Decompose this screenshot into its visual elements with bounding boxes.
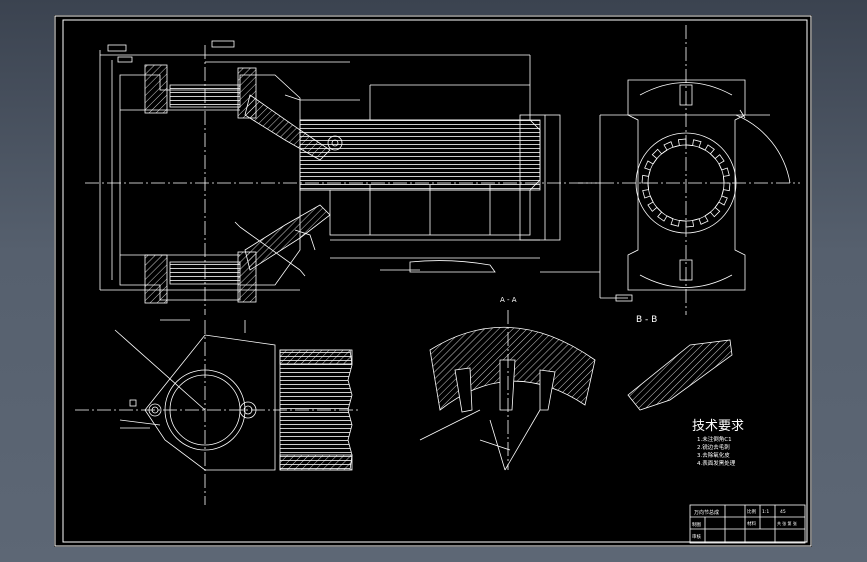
title-block: [689, 504, 806, 544]
drawing-background: [54, 15, 812, 547]
title-block-scale: 1:1: [762, 509, 769, 515]
tech-requirement-4: 4.表面发黑处理: [697, 459, 736, 467]
outer-frame: [54, 15, 812, 547]
section-label-bb: B - B: [636, 315, 657, 325]
section-label-aa: A - A: [500, 296, 517, 304]
title-block-checked: 审核: [692, 533, 701, 540]
title-block-name: 万向节总成: [694, 509, 719, 516]
side-view: [578, 25, 800, 315]
tech-requirement-2: 2.锐边去毛刺: [697, 443, 730, 451]
inner-frame: [62, 19, 808, 543]
main-view: [85, 40, 600, 315]
tech-requirements-title: 技术要求: [692, 419, 744, 434]
title-block-scale-label: 比例: [747, 508, 756, 515]
tech-requirement-1: 1.未注倒角C1: [697, 435, 732, 443]
title-block-drawn: 制图: [692, 521, 701, 528]
title-block-material-label: 材料: [747, 520, 756, 527]
section-bb: [627, 339, 733, 411]
title-block-sheets: 共 张 第 张: [777, 520, 797, 526]
section-aa: [419, 310, 596, 471]
title-block-material: 45: [780, 509, 786, 515]
tech-requirement-3: 3.去除氧化皮: [697, 451, 730, 459]
end-view: [75, 319, 360, 505]
